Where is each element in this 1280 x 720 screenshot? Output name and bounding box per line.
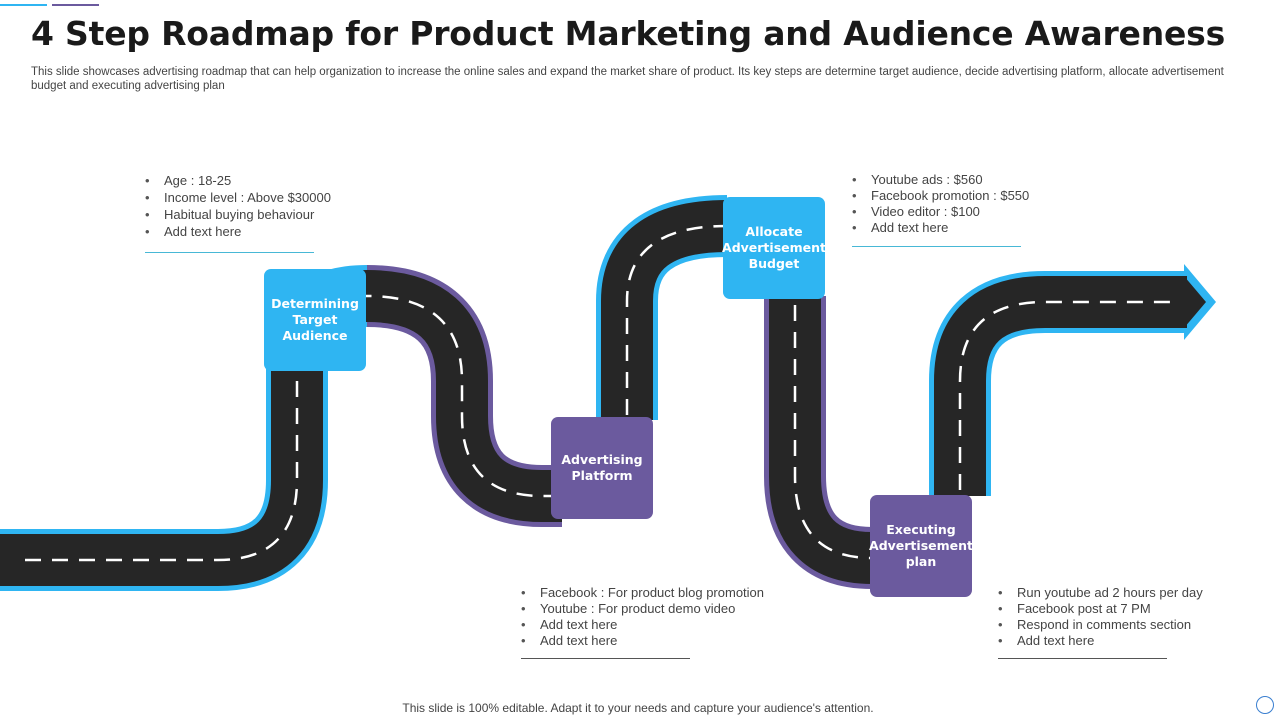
- step-box-allocate-budget: Allocate Advertisement Budget: [722, 197, 826, 299]
- divider-target-audience: [145, 252, 314, 253]
- step-label-executing-plan: Executing Advertisement plan: [869, 522, 973, 569]
- page-subtitle: This slide showcases advertising roadmap…: [31, 66, 1224, 92]
- list-item: Respond in comments section: [998, 617, 1203, 633]
- list-item: Add text here: [852, 220, 1029, 236]
- list-item: Run youtube ad 2 hours per day: [998, 585, 1203, 601]
- step-details-allocate-budget: Youtube ads : $560 Facebook promotion : …: [852, 172, 1029, 236]
- lane-marking-3: [793, 305, 873, 560]
- step-box-executing-plan: Executing Advertisement plan: [869, 495, 973, 597]
- page-title: 4 Step Roadmap for Product Marketing and…: [31, 14, 1226, 53]
- top-accent-purple: [52, 4, 99, 6]
- list-item: Habitual buying behaviour: [145, 206, 331, 223]
- lane-marking-2: [625, 224, 728, 415]
- top-accent-blue: [0, 4, 47, 6]
- step-box-advertising-platform: Advertising Platform: [551, 417, 653, 519]
- lane-marking-1: [25, 294, 555, 562]
- lane-marking-4: [958, 300, 1180, 490]
- list-item: Income level : Above $30000: [145, 189, 331, 206]
- road-arrow-head: [1184, 276, 1206, 328]
- list-item: Add text here: [998, 633, 1203, 649]
- step-label-advertising-platform: Advertising Platform: [561, 452, 643, 483]
- list-item: Youtube : For product demo video: [521, 601, 764, 617]
- step-details-executing-plan: Run youtube ad 2 hours per day Facebook …: [998, 585, 1203, 649]
- footer-note: This slide is 100% editable. Adapt it to…: [402, 701, 874, 715]
- step-details-target-audience: Age : 18-25 Income level : Above $30000 …: [145, 172, 331, 240]
- divider-allocate-budget: [852, 246, 1021, 247]
- list-item: Youtube ads : $560: [852, 172, 1029, 188]
- list-item: Add text here: [521, 617, 764, 633]
- step-label-target-audience: Determining Target Audience: [271, 296, 359, 343]
- slide-nav-icon[interactable]: [1256, 696, 1274, 714]
- step-box-target-audience: Determining Target Audience: [264, 269, 366, 371]
- list-item: Age : 18-25: [145, 172, 331, 189]
- step-details-advertising-platform: Facebook : For product blog promotion Yo…: [521, 585, 764, 649]
- list-item: Facebook promotion : $550: [852, 188, 1029, 204]
- step-label-allocate-budget: Allocate Advertisement Budget: [722, 224, 826, 271]
- list-item: Add text here: [521, 633, 764, 649]
- divider-advertising-platform: [521, 658, 690, 659]
- list-item: Facebook : For product blog promotion: [521, 585, 764, 601]
- list-item: Add text here: [145, 223, 331, 240]
- list-item: Video editor : $100: [852, 204, 1029, 220]
- divider-executing-plan: [998, 658, 1167, 659]
- list-item: Facebook post at 7 PM: [998, 601, 1203, 617]
